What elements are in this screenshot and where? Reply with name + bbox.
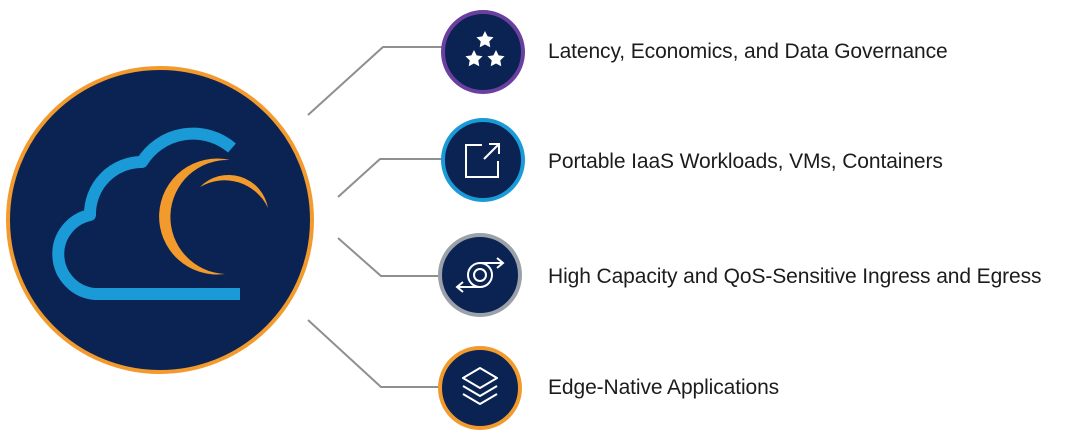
connector-line-1 [307,46,442,116]
item-badge-4 [438,346,522,430]
layers-icon [462,367,498,405]
item-badge-3 [438,233,522,317]
bidirectional-flow-icon [455,257,505,293]
cloud-edge-icon [52,127,268,300]
connector-line-3 [337,237,442,277]
item-badge-2 [441,118,525,202]
stars-icon [465,31,505,67]
item-badge-1 [441,10,525,94]
export-arrow-icon [465,143,500,178]
item-label-2: Portable IaaS Workloads, VMs, Containers [548,150,943,173]
item-label-1: Latency, Economics, and Data Governance [548,40,948,63]
connector-lines [307,46,442,388]
connector-line-4 [307,319,442,388]
connector-line-2 [337,158,442,198]
item-label-3: High Capacity and QoS-Sensitive Ingress … [548,265,1042,288]
main-cloud-badge [6,66,314,374]
item-label-4: Edge-Native Applications [548,376,780,399]
